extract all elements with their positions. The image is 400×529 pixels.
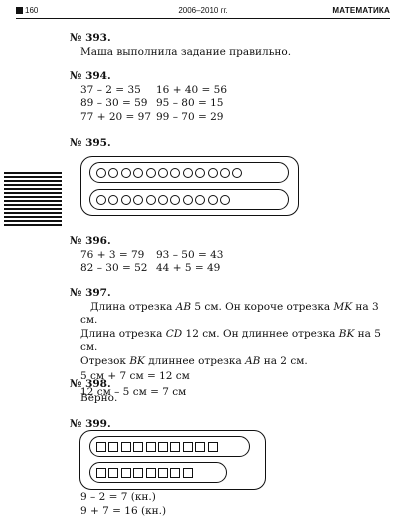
square-icon	[182, 467, 193, 478]
square-icon	[96, 441, 106, 452]
circle-icon	[207, 194, 218, 205]
calc-line: 9 – 2 = 7 (кн.)	[80, 491, 156, 503]
calc-line: 12 см – 5 см = 7 см	[80, 385, 187, 398]
task-number: № 395.	[70, 137, 111, 149]
square-icon	[133, 441, 144, 452]
square-icon	[108, 467, 119, 478]
task-399: № 399.	[70, 418, 111, 432]
task-number: № 397.	[70, 287, 111, 299]
circle-icon	[157, 194, 168, 205]
calc-line: 9 + 7 = 16 (кн.)	[80, 504, 167, 517]
circle-icon	[182, 167, 193, 178]
circle-icon	[219, 194, 230, 205]
task-number: № 398.	[70, 378, 111, 390]
square-icon	[108, 441, 119, 452]
squares-row-2	[89, 462, 227, 483]
circle-icon	[133, 167, 144, 178]
task-number: № 399.	[70, 418, 111, 430]
circle-icon	[182, 194, 193, 205]
task-number: № 393.	[70, 32, 111, 44]
text-line: Отрезок BK длиннее отрезка AB на 2 см.	[80, 354, 308, 367]
squares-figure	[79, 430, 266, 490]
square-icon	[157, 441, 168, 452]
circle-icon	[170, 194, 181, 205]
circle-icon	[157, 167, 168, 178]
square-icon	[145, 441, 156, 452]
circle-icon	[207, 167, 218, 178]
circles-figure	[80, 156, 299, 216]
circle-icon	[232, 167, 243, 178]
task-answer: Маша выполнила задание правильно.	[80, 45, 292, 58]
square-icon	[120, 441, 131, 452]
circle-icon	[170, 167, 181, 178]
square-icon	[133, 467, 144, 478]
circles-row-1	[89, 162, 289, 183]
square-icon	[170, 467, 181, 478]
task-393: № 393. Маша выполнила задание правильно.	[70, 32, 291, 59]
circles-row-2	[89, 189, 289, 210]
page-number: 160	[16, 6, 38, 15]
circle-icon	[145, 194, 156, 205]
square-icon	[207, 441, 218, 452]
circle-icon	[108, 194, 119, 205]
task-number: № 396.	[70, 235, 111, 247]
square-icon	[157, 467, 168, 478]
header-years: 2006–2010 гг.	[178, 6, 228, 15]
square-icon	[120, 467, 131, 478]
margin-hatch-decoration	[4, 172, 62, 226]
circle-icon	[108, 167, 119, 178]
header-divider	[16, 18, 390, 19]
task-number: № 394.	[70, 70, 111, 82]
squares-row-1	[89, 436, 250, 457]
circle-icon	[96, 194, 106, 205]
circle-icon	[96, 167, 106, 178]
text-line: Длина отрезка CD 12 см. Он длиннее отрез…	[80, 327, 381, 354]
task-answer: Верно.	[80, 391, 118, 404]
header-subject: МАТЕМАТИКА	[332, 6, 390, 15]
square-icon	[182, 441, 193, 452]
task-399-answer: 9 – 2 = 7 (кн.) 9 + 7 = 16 (кн.)	[70, 491, 166, 518]
circle-icon	[145, 167, 156, 178]
square-icon	[195, 441, 206, 452]
task-395: № 395.	[70, 137, 111, 151]
calc-line: 5 см + 7 см = 12 см	[80, 370, 190, 382]
task-398: № 398. Верно.	[70, 378, 117, 405]
circle-icon	[195, 167, 206, 178]
page-header: 160 2006–2010 гг. МАТЕМАТИКА	[16, 6, 390, 18]
circle-icon	[120, 167, 131, 178]
square-icon	[145, 467, 156, 478]
circle-icon	[120, 194, 131, 205]
circle-icon	[219, 167, 230, 178]
square-icon	[170, 441, 181, 452]
square-icon	[96, 467, 106, 478]
circle-icon	[195, 194, 206, 205]
task-397: № 397. Длина отрезка AB 5 см. Он короче …	[70, 287, 394, 399]
text-line: Длина отрезка AB 5 см. Он короче отрезка…	[80, 300, 379, 327]
square-bullet-icon	[16, 7, 23, 14]
circle-icon	[133, 194, 144, 205]
